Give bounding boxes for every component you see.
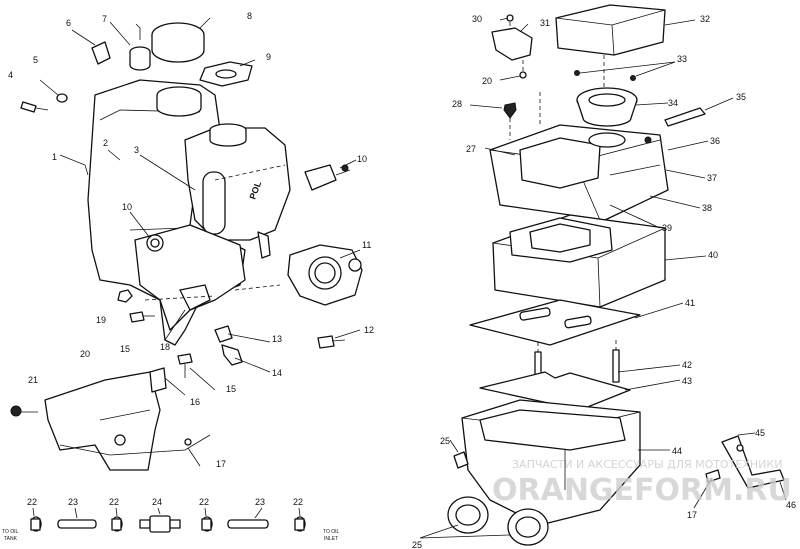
callout-24: 24 [152, 497, 162, 507]
callout-22-b: 22 [109, 497, 119, 507]
callout-28: 28 [452, 99, 462, 109]
callout-6: 6 [66, 18, 71, 28]
hose-clamp-4 [294, 516, 306, 532]
callout-38: 38 [702, 203, 712, 213]
to-oil-tank-label-2: TANK [4, 536, 18, 542]
hose-labels: TO OIL TANK TO OIL INLET [2, 529, 340, 542]
callout-14: 14 [272, 368, 282, 378]
bolt-17-right [705, 469, 721, 483]
oil-tank-assembly: POL [10, 17, 363, 471]
hose-kit [30, 507, 306, 533]
callout-30: 30 [472, 14, 482, 24]
callout-29: 20 [482, 76, 492, 86]
washer-5 [56, 93, 68, 103]
hose-clamp-1 [30, 516, 42, 532]
foam-strip [664, 107, 706, 127]
callout-numbers: 1 2 3 4 5 6 7 8 9 10 10 11 12 13 14 15 1… [8, 11, 796, 549]
watermark-line1: ЗАПЧАСТИ И АКСЕССУАРЫ ДЛЯ МОТОТЕХНИКИ [512, 458, 782, 471]
callout-1: 1 [52, 152, 57, 162]
callout-23-a: 23 [68, 497, 78, 507]
tank-mount-bracket [44, 371, 161, 471]
callout-3: 3 [134, 145, 139, 155]
callout-36: 36 [710, 136, 720, 146]
bolt-21 [10, 405, 22, 417]
intake-boot-1 [447, 496, 489, 534]
callout-22-d: 22 [293, 497, 303, 507]
callout-7: 7 [102, 14, 107, 24]
callout-20: 20 [80, 349, 90, 359]
callout-15-left: 15 [120, 344, 130, 354]
callout-37: 37 [707, 173, 717, 183]
callout-9: 9 [266, 52, 271, 62]
watermark: ЗАПЧАСТИ И АКСЕССУАРЫ ДЛЯ МОТОТЕХНИКИ OR… [492, 458, 792, 508]
callout-17-left: 17 [216, 459, 226, 469]
callout-12: 12 [364, 325, 374, 335]
stud-2 [612, 349, 620, 383]
intake-boot-2 [507, 508, 549, 546]
callout-21: 21 [28, 375, 38, 385]
callout-16: 16 [190, 397, 200, 407]
callout-27: 27 [466, 144, 476, 154]
watermark-line2: ORANGEFORM.RU [492, 473, 792, 508]
callout-44: 44 [672, 446, 682, 456]
callout-22-c: 22 [199, 497, 209, 507]
to-oil-inlet-label-1: TO OIL [323, 529, 340, 535]
callout-25: 25 [412, 540, 422, 549]
foam-block [555, 4, 666, 56]
wire-clip [91, 41, 111, 65]
callout-2: 2 [103, 138, 108, 148]
to-oil-tank-label-1: TO OIL [2, 529, 19, 535]
drain-fitting [453, 451, 469, 469]
callout-46: 46 [786, 500, 796, 510]
airbox-gasket [469, 299, 641, 346]
callout-39: 39 [662, 223, 672, 233]
callout-4: 4 [8, 70, 13, 80]
callout-42: 42 [682, 360, 692, 370]
inline-filter [139, 515, 181, 533]
callout-10-left: 10 [122, 202, 132, 212]
callout-13: 13 [272, 334, 282, 344]
oil-level-window [202, 171, 226, 235]
drain-valve [304, 164, 337, 191]
bolt-4 [20, 101, 37, 113]
hose-2 [227, 519, 269, 529]
callout-18: 18 [160, 342, 170, 352]
callout-15-right: 15 [226, 384, 236, 394]
callout-8: 8 [247, 11, 252, 21]
oil-tank-lower [134, 224, 246, 331]
fitting-13 [214, 325, 233, 343]
hose-1 [57, 519, 97, 529]
callout-31: 31 [540, 18, 550, 28]
to-oil-inlet-label-2: INLET [324, 536, 338, 542]
hose-clamp-3 [201, 516, 213, 532]
callout-5: 5 [33, 55, 38, 65]
callout-26: 25 [440, 436, 450, 446]
bolt-12 [317, 335, 335, 349]
callout-22-a: 22 [27, 497, 37, 507]
hose-clamp-2 [111, 516, 123, 532]
callout-43: 43 [682, 376, 692, 386]
bolt-15 [177, 353, 193, 365]
callout-32: 32 [700, 14, 710, 24]
fitting-14 [221, 344, 243, 366]
callout-35: 35 [736, 92, 746, 102]
callout-40: 40 [708, 250, 718, 260]
callout-41: 41 [685, 298, 695, 308]
nut-19 [117, 289, 133, 303]
callout-45: 45 [755, 428, 765, 438]
airbox-assembly [419, 4, 787, 546]
callout-33: 33 [677, 54, 687, 64]
callout-17-right: 17 [687, 510, 697, 520]
drain-plug [503, 102, 517, 119]
callout-11: 11 [362, 240, 371, 250]
callout-19: 19 [96, 315, 106, 325]
callout-34: 34 [668, 98, 678, 108]
breather-hose [491, 27, 533, 61]
callout-23-b: 23 [255, 497, 265, 507]
callout-10-right: 10 [357, 154, 367, 164]
